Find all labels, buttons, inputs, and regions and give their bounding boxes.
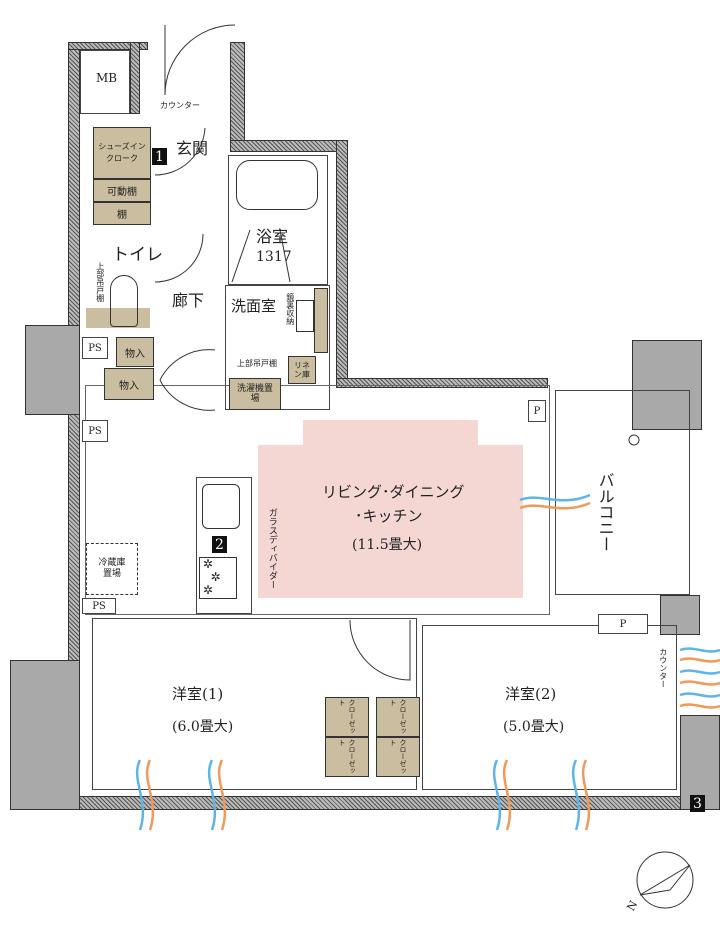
storage-2-label: 物入	[119, 380, 139, 392]
counter-right-label: カウンター	[658, 648, 668, 688]
room1-label: 洋室(1)	[172, 685, 224, 703]
room1-size-label: (6.0畳大)	[172, 719, 234, 735]
wall-mb	[130, 42, 140, 114]
closet-4: クローゼット	[376, 737, 420, 777]
ldk-label-2: ･キッチン	[355, 507, 423, 525]
movable-shelf: 可動棚	[93, 179, 151, 202]
washer-space-label: 洗濯機置場	[236, 384, 273, 404]
entrance-label: 玄関	[176, 139, 209, 158]
movable-shelf-label: 可動棚	[107, 187, 137, 198]
storage-1: 物入	[116, 337, 154, 367]
storage-2: 物入	[104, 368, 154, 400]
toilet-icon	[110, 275, 138, 327]
kitchen-sink-icon	[202, 484, 240, 529]
bath-door-icon	[231, 229, 291, 283]
closet-1-label: クローゼット	[338, 699, 356, 734]
linen-closet: リネン庫	[288, 356, 316, 384]
wind-arrow-icon	[519, 501, 591, 510]
storage-1-label: 物入	[125, 348, 145, 360]
column-balcony	[632, 340, 702, 430]
mirror-storage-label: 鏡裏収納	[285, 293, 295, 325]
fridge-space: 冷蔵庫置場	[86, 543, 138, 595]
closet-2-label: クローゼット	[338, 739, 356, 774]
p-2: P	[598, 614, 648, 634]
stove-icon: ✲ ✲✲	[199, 557, 237, 599]
closet-1: クローゼット	[325, 697, 369, 737]
shelf-label: 棚	[117, 210, 127, 221]
hall-door-icon	[159, 349, 216, 411]
shoe-closet: シューズインクローク	[93, 127, 151, 179]
closet-4-label: クローゼット	[389, 739, 407, 774]
hallway-label: 廊下	[172, 291, 205, 310]
counter-top-label: カウンター	[160, 101, 200, 110]
closet-2: クローゼット	[325, 737, 369, 777]
ldk-area-highlight	[258, 420, 523, 598]
kitchen-counter	[196, 477, 252, 614]
bedroom1-door-icon	[349, 619, 411, 681]
column-right-bottom	[660, 595, 700, 635]
room2-size-label: (5.0畳大)	[503, 719, 565, 735]
glass-divider-label: ガラスディバイダー	[266, 508, 277, 589]
column-left-bottom	[10, 660, 80, 810]
entrance-inner-door-icon	[154, 127, 206, 176]
compass-icon	[636, 851, 694, 909]
toilet-cabinet-label: 上部吊戸棚	[95, 262, 105, 302]
sink-icon	[296, 300, 314, 332]
balcony-label: バルコニー	[595, 472, 615, 552]
wind-arrow-icon	[679, 647, 720, 698]
linen-label: リネン庫	[294, 361, 310, 379]
entrance-door-icon	[164, 24, 236, 96]
mb-room	[80, 50, 130, 114]
mb-label: MB	[96, 71, 118, 85]
bath-size-label: 1317	[256, 249, 292, 265]
badge-3: 3	[690, 795, 705, 812]
ldk-label-1: リビング･ダイニング	[322, 483, 465, 501]
wind-arrow-icon	[145, 759, 591, 831]
ps-1: PS	[82, 337, 108, 359]
shelf: 棚	[93, 202, 151, 225]
room2-label: 洋室(2)	[505, 685, 557, 703]
washer-space: 洗濯機置場	[229, 378, 281, 410]
bathtub-icon	[236, 160, 318, 210]
wash-cabinet-label: 上部吊戸棚	[237, 359, 277, 368]
toilet-label: トイレ	[112, 245, 163, 265]
badge-2: 2	[212, 536, 227, 553]
balcony-area	[555, 390, 690, 595]
closet-3-label: クローゼット	[389, 699, 407, 734]
ldk-size-label: (11.5畳大)	[352, 537, 423, 553]
badge-1: 1	[152, 148, 167, 165]
drain-icon	[628, 434, 640, 446]
shoe-closet-label: シューズインクローク	[98, 142, 146, 163]
column-left-mid	[25, 325, 80, 415]
closet-3: クローゼット	[376, 697, 420, 737]
bedroom-2	[422, 625, 677, 790]
washroom-label: 洗面室	[231, 297, 277, 315]
wall-top-left	[68, 42, 148, 50]
bathroom	[228, 155, 328, 285]
ps-2: PS	[82, 420, 108, 442]
wind-arrows	[135, 493, 720, 831]
wind-arrow-icon	[135, 759, 581, 831]
ps-3: PS	[82, 598, 116, 614]
fridge-space-label: 冷蔵庫置場	[98, 558, 126, 579]
wind-arrow-icon	[679, 657, 720, 709]
p-1: P	[528, 400, 546, 422]
toilet-door-icon	[154, 233, 204, 283]
vanity-storage	[314, 288, 328, 353]
wall-ldk-top	[336, 378, 548, 388]
wind-arrow-icon	[519, 493, 591, 502]
